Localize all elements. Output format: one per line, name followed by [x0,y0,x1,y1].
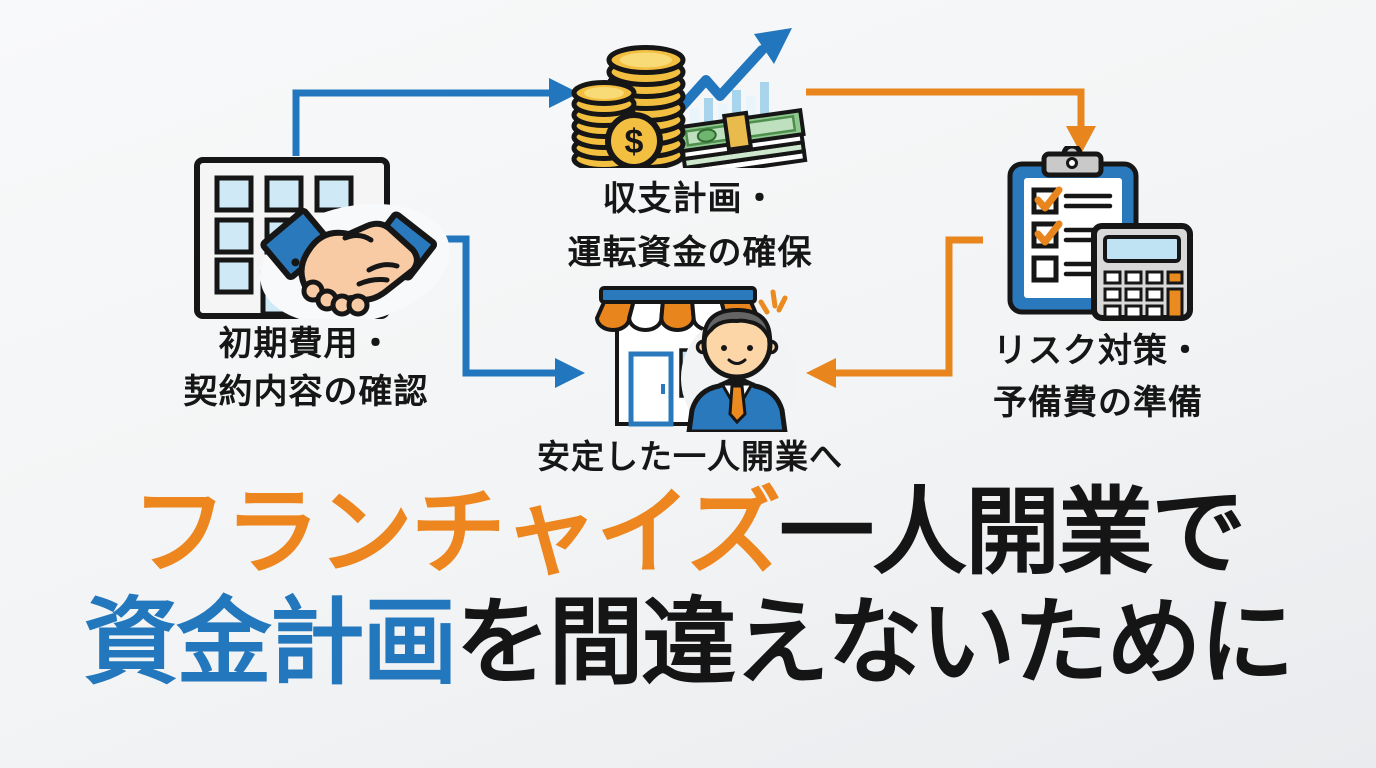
node-goal: 安定した一人開業へ [528,280,852,478]
dollar-sign-icon: $ [625,123,644,161]
coins-money-growth-icon: $ [571,28,808,168]
headline-line2-rest: を間違えないために [455,590,1295,697]
contract-label-line1: 初期費用・ [218,325,394,363]
node-risk: リスク対策・ 予備費の準備 [966,146,1230,425]
storefront-owner-icon [595,286,797,432]
finance-label-line1: 収支計画・ [602,180,778,218]
headline-line1-highlight: フランチャイズ [131,480,781,586]
node-finance: $ 収支計画・ 運転資金の確保 [558,22,822,275]
node-contract: 初期費用・ 契約内容の確認 [158,154,454,414]
clipboard-calculator-icon [1007,146,1193,321]
finance-label-line2: 運転資金の確保 [567,233,813,272]
goal-label: 安定した一人開業へ [537,438,843,475]
risk-label-line2: 予備費の準備 [993,383,1203,422]
sparkle-icon [758,289,788,315]
headline-line2-highlight: 資金計画 [83,590,457,697]
arrow-contract-to-finance [292,78,579,156]
contract-label-line2: 契約内容の確認 [183,372,429,411]
headline-line2: 資金計画を間違えないために [0,588,1376,698]
risk-label-line1: リスク対策・ [993,332,1203,370]
headline: フランチャイズ一人開業で 資金計画を間違えないために [0,478,1376,698]
headline-line1: フランチャイズ一人開業で [0,478,1376,588]
arrow-finance-to-risk [806,88,1096,154]
building-handshake-icon [194,157,449,319]
headline-line1-rest: 一人開業で [779,480,1246,586]
